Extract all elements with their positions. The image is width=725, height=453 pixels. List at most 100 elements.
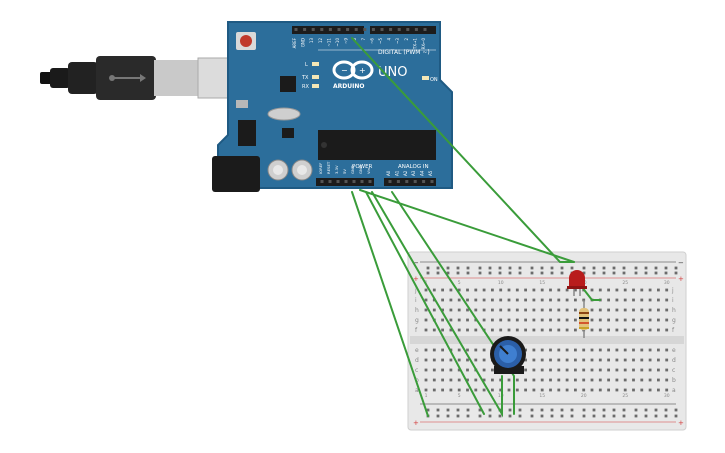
- breadboard-hole[interactable]: [441, 288, 444, 292]
- breadboard-hole[interactable]: [549, 368, 552, 372]
- breadboard-hole[interactable]: [557, 288, 561, 292]
- breadboard-hole[interactable]: [648, 288, 652, 292]
- breadboard-hole[interactable]: [540, 388, 544, 392]
- breadboard-hole[interactable]: [565, 348, 569, 352]
- rail-hole[interactable]: [560, 414, 564, 418]
- rail-hole[interactable]: [634, 266, 638, 270]
- rail-hole[interactable]: [550, 408, 554, 412]
- analog-header[interactable]: [384, 178, 436, 186]
- breadboard-hole[interactable]: [615, 378, 619, 382]
- power-pin[interactable]: [328, 180, 332, 183]
- breadboard-hole[interactable]: [665, 298, 669, 302]
- breadboard-hole[interactable]: [648, 378, 652, 382]
- breadboard-hole[interactable]: [549, 318, 552, 322]
- breadboard-hole[interactable]: [549, 328, 552, 332]
- rail-hole[interactable]: [456, 408, 460, 412]
- breadboard-hole[interactable]: [632, 288, 635, 292]
- breadboard-hole[interactable]: [598, 318, 602, 322]
- breadboard-hole[interactable]: [565, 378, 569, 382]
- analog-pin[interactable]: [396, 180, 400, 183]
- breadboard-hole[interactable]: [615, 348, 619, 352]
- breadboard-hole[interactable]: [457, 288, 461, 292]
- breadboard-hole[interactable]: [574, 348, 577, 352]
- breadboard-hole[interactable]: [540, 328, 544, 332]
- breadboard-hole[interactable]: [457, 308, 461, 312]
- breadboard-hole[interactable]: [590, 288, 594, 292]
- breadboard-hole[interactable]: [491, 388, 494, 392]
- breadboard-hole[interactable]: [607, 358, 610, 362]
- breadboard-hole[interactable]: [474, 298, 478, 302]
- wire-gnd2-to-rail[interactable]: [365, 191, 485, 415]
- rail-hole[interactable]: [674, 414, 678, 418]
- rail-hole[interactable]: [550, 414, 554, 418]
- rail-hole[interactable]: [654, 408, 658, 412]
- breadboard-hole[interactable]: [623, 358, 627, 362]
- breadboard-hole[interactable]: [540, 378, 544, 382]
- breadboard-hole[interactable]: [441, 368, 444, 372]
- breadboard-hole[interactable]: [590, 348, 594, 352]
- rail-hole[interactable]: [518, 414, 522, 418]
- wire-pin9-to-led[interactable]: [351, 37, 575, 263]
- breadboard-hole[interactable]: [441, 348, 444, 352]
- breadboard-hole[interactable]: [474, 328, 478, 332]
- breadboard-hole[interactable]: [532, 328, 536, 332]
- rail-hole[interactable]: [540, 271, 544, 275]
- breadboard-hole[interactable]: [657, 298, 660, 302]
- rail-hole[interactable]: [456, 266, 460, 270]
- rail-hole[interactable]: [570, 266, 574, 270]
- breadboard-hole[interactable]: [607, 388, 610, 392]
- breadboard-hole[interactable]: [607, 378, 610, 382]
- breadboard-hole[interactable]: [532, 358, 536, 362]
- rail-hole[interactable]: [664, 266, 668, 270]
- breadboard-hole[interactable]: [449, 378, 453, 382]
- breadboard-hole[interactable]: [449, 368, 453, 372]
- breadboard-hole[interactable]: [507, 308, 511, 312]
- breadboard-hole[interactable]: [424, 308, 428, 312]
- breadboard-hole[interactable]: [474, 388, 478, 392]
- power-pin[interactable]: [336, 180, 340, 183]
- breadboard-hole[interactable]: [482, 358, 486, 362]
- breadboard-hole[interactable]: [623, 378, 627, 382]
- breadboard-hole[interactable]: [615, 298, 619, 302]
- breadboard-hole[interactable]: [499, 308, 503, 312]
- rail-hole[interactable]: [508, 271, 512, 275]
- breadboard-hole[interactable]: [648, 358, 652, 362]
- breadboard-hole[interactable]: [565, 388, 569, 392]
- rail-hole[interactable]: [456, 271, 460, 275]
- breadboard-hole[interactable]: [515, 378, 519, 382]
- breadboard-hole[interactable]: [598, 328, 602, 332]
- rail-hole[interactable]: [602, 414, 606, 418]
- breadboard-hole[interactable]: [491, 308, 494, 312]
- rail-hole[interactable]: [478, 408, 482, 412]
- analog-pin[interactable]: [413, 180, 417, 183]
- breadboard-hole[interactable]: [632, 368, 635, 372]
- breadboard-hole[interactable]: [607, 368, 610, 372]
- digital-header-2[interactable]: [370, 26, 436, 34]
- rail-hole[interactable]: [612, 266, 616, 270]
- breadboard-hole[interactable]: [449, 388, 453, 392]
- breadboard-hole[interactable]: [590, 358, 594, 362]
- rail-hole[interactable]: [530, 271, 534, 275]
- breadboard-hole[interactable]: [507, 318, 511, 322]
- breadboard-hole[interactable]: [432, 378, 436, 382]
- breadboard-hole[interactable]: [640, 368, 644, 372]
- breadboard-hole[interactable]: [565, 328, 569, 332]
- breadboard-hole[interactable]: [432, 358, 436, 362]
- breadboard-hole[interactable]: [615, 358, 619, 362]
- breadboard-hole[interactable]: [524, 358, 527, 362]
- breadboard-hole[interactable]: [524, 348, 527, 352]
- breadboard-hole[interactable]: [499, 318, 503, 322]
- rail-hole[interactable]: [674, 271, 678, 275]
- breadboard-hole[interactable]: [574, 328, 577, 332]
- breadboard-hole[interactable]: [540, 288, 544, 292]
- breadboard-hole[interactable]: [441, 298, 444, 302]
- rail-hole[interactable]: [622, 271, 626, 275]
- breadboard-hole[interactable]: [524, 368, 527, 372]
- breadboard-hole[interactable]: [432, 308, 436, 312]
- breadboard-hole[interactable]: [598, 358, 602, 362]
- breadboard-hole[interactable]: [623, 348, 627, 352]
- breadboard-hole[interactable]: [565, 308, 569, 312]
- rail-hole[interactable]: [592, 414, 596, 418]
- breadboard-hole[interactable]: [582, 368, 586, 372]
- breadboard-hole[interactable]: [665, 368, 669, 372]
